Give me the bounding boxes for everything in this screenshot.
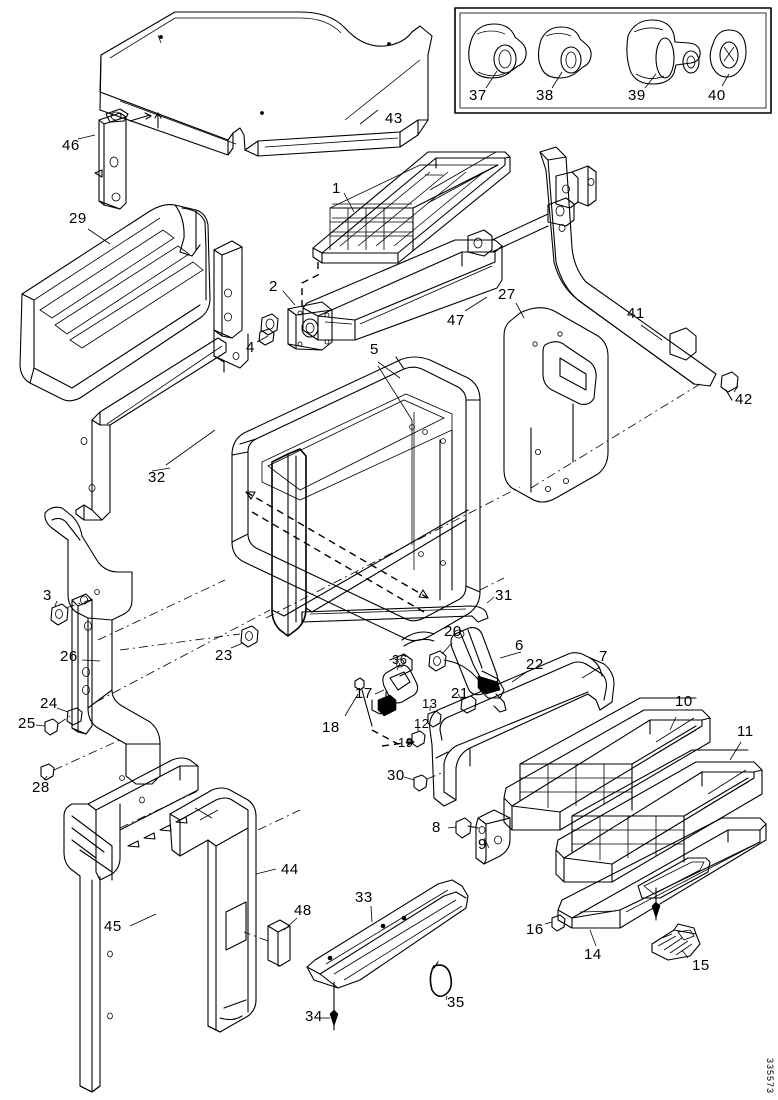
part-2-mounting-plate (282, 290, 333, 351)
callout-10: 10 (675, 693, 693, 710)
callout-21: 21 (451, 685, 469, 702)
part-11-grating-step (555, 741, 763, 883)
inset-callout-40: 40 (708, 87, 726, 104)
callout-43: 43 (385, 110, 403, 127)
callout-9: 9 (478, 836, 487, 853)
part-6-gas-cylinder (401, 627, 529, 714)
part-45-gusset-bracket (63, 757, 199, 1093)
inset-callout-39: 39 (628, 87, 646, 104)
callout-44: 44 (281, 861, 299, 878)
callout-8: 8 (432, 819, 441, 836)
part-8-bolt (447, 817, 479, 839)
callout-23: 23 (215, 647, 233, 664)
inset-part-39 (626, 19, 701, 85)
inset-part-40 (709, 29, 747, 78)
part-14-step-tray (544, 817, 767, 961)
callout-11: 11 (737, 723, 754, 740)
inset-part-37 (468, 23, 527, 79)
callout-12: 12 (414, 716, 430, 731)
part-4-fastener (256, 313, 279, 346)
callout-24: 24 (40, 695, 58, 712)
part-16-fastener (544, 914, 566, 932)
part-34-pin-secondary (651, 887, 661, 921)
part-10-grating-step (503, 697, 711, 831)
part-47-step-tray (302, 197, 575, 341)
part-44-channel-bracket (169, 787, 298, 1033)
part-33-ribbed-step-plate (306, 879, 469, 1031)
part-3-bolt (50, 597, 97, 626)
callout-15: 15 (692, 957, 710, 974)
part-7-step-support-frame (429, 652, 615, 865)
part-48-grommet-block (243, 917, 298, 967)
part-9-small-bracket (475, 809, 511, 865)
callout-16: 16 (526, 921, 544, 938)
callout-6: 6 (515, 637, 524, 654)
callout-41: 41 (627, 305, 645, 322)
callout-34: 34 (305, 1008, 323, 1025)
callout-7: 7 (599, 648, 608, 665)
part-42-bolt (720, 371, 739, 401)
part-26-left-support-bracket (35, 506, 271, 785)
inset-part-38 (537, 26, 592, 79)
part-17-latch-lever (371, 653, 419, 717)
callout-35: 35 (447, 994, 465, 1011)
inset-callout-37: 37 (469, 87, 487, 104)
part-5-main-frame-housing (231, 356, 481, 642)
callout-4: 4 (246, 339, 255, 356)
part-34-pin (322, 981, 339, 1031)
part-1-grating-step (301, 151, 511, 308)
callout-27: 27 (498, 286, 516, 303)
callout-1: 1 (332, 180, 341, 197)
callout-19: 19 (398, 735, 414, 750)
callout-5: 5 (370, 341, 379, 358)
callout-45: 45 (104, 918, 122, 935)
callout-25: 25 (18, 715, 36, 732)
part-28-nut (40, 739, 121, 781)
part-32-deck-bracket (75, 337, 227, 521)
callout-48: 48 (294, 902, 312, 919)
callout-3: 3 (43, 587, 52, 604)
callout-31: 31 (495, 587, 513, 604)
part-20-pivot-pin (428, 642, 453, 672)
callout-30: 30 (387, 767, 405, 784)
callout-29: 29 (69, 210, 87, 227)
part-25-nut (35, 715, 71, 736)
part-19-cotter-pin (381, 738, 415, 747)
callout-2: 2 (269, 278, 278, 295)
callout-18: 18 (322, 719, 340, 736)
part-31-tie-rod (301, 596, 495, 623)
callout-14: 14 (584, 946, 602, 963)
callout-13: 13 (422, 696, 438, 711)
callout-47: 47 (447, 312, 465, 329)
callout-17: 17 (355, 685, 373, 702)
callout-33: 33 (355, 889, 373, 906)
part-23-pivot-pin (119, 625, 259, 651)
callout-20: 20 (444, 623, 462, 640)
drawing-number: 335573 (765, 1057, 775, 1094)
part-30-nut (403, 771, 445, 792)
callout-28: 28 (32, 779, 50, 796)
callout-46: 46 (62, 137, 80, 154)
part-27-shield-plate (503, 302, 609, 503)
part-41-support-arm (265, 146, 739, 619)
callout-22: 22 (526, 656, 544, 673)
part-43-floor-plate (99, 11, 433, 157)
part-15-clip-assembly (651, 923, 701, 961)
part-35-retaining-ring (429, 961, 453, 1001)
part-24-bolt (56, 707, 83, 726)
assembly-guides (119, 577, 505, 831)
part-46-vertical-bracket (77, 108, 162, 210)
part-18-rod (344, 677, 399, 745)
callout-32: 32 (148, 469, 166, 486)
inset-callout-38: 38 (536, 87, 554, 104)
inset-bushing-box (454, 7, 772, 114)
part-29-ribbed-step-deck (19, 204, 249, 402)
callout-36: 36 (392, 652, 408, 667)
callout-26: 26 (60, 648, 78, 665)
callout-42: 42 (735, 391, 753, 408)
